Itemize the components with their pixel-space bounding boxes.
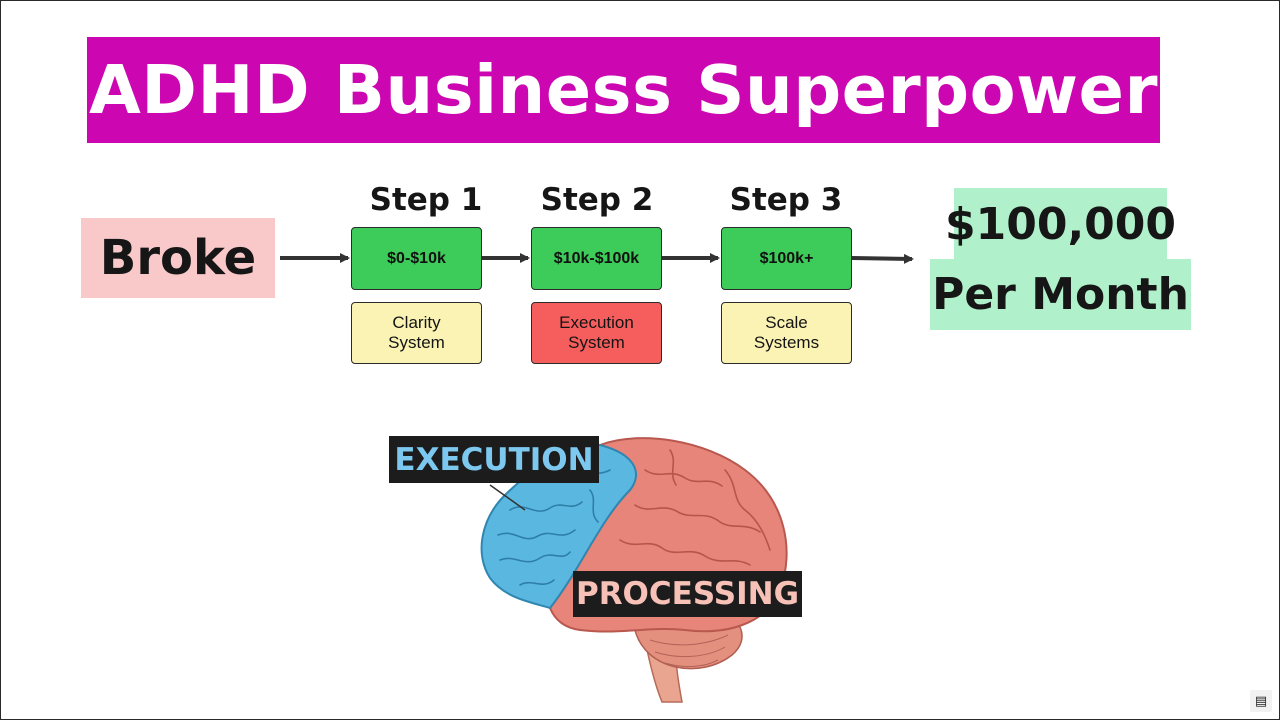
expand-icon[interactable]: ▤	[1250, 690, 1272, 712]
step-1-heading: Step 1	[369, 182, 483, 218]
start-box-broke: Broke	[81, 218, 275, 298]
step-3-range-box: $100k+	[721, 227, 852, 290]
title-banner: ADHD Business Superpower	[87, 37, 1160, 143]
goal-amount: $100,000	[945, 188, 1176, 260]
step-3-system-line2: Systems	[753, 333, 820, 352]
step-2-system-line1: Execution	[559, 313, 634, 332]
step-1-system-box: Clarity System	[351, 302, 482, 364]
goal-period: Per Month	[930, 259, 1191, 330]
step-2-system-line2: System	[568, 333, 625, 352]
step-1-system-line2: System	[388, 333, 445, 352]
start-label: Broke	[99, 230, 257, 286]
step-2-heading: Step 2	[540, 182, 654, 218]
step-1-system-line1: Clarity	[392, 313, 441, 332]
step-1-range-box: $0-$10k	[351, 227, 482, 290]
processing-label: PROCESSING	[573, 571, 802, 617]
page-title: ADHD Business Superpower	[88, 51, 1159, 129]
step-2-system-box: Execution System	[531, 302, 662, 364]
step-3-system-line1: Scale	[765, 313, 808, 332]
step-2-range-box: $10k-$100k	[531, 227, 662, 290]
step-3-system-box: Scale Systems	[721, 302, 852, 364]
execution-label: EXECUTION	[389, 436, 599, 483]
step-3-heading: Step 3	[729, 182, 843, 218]
